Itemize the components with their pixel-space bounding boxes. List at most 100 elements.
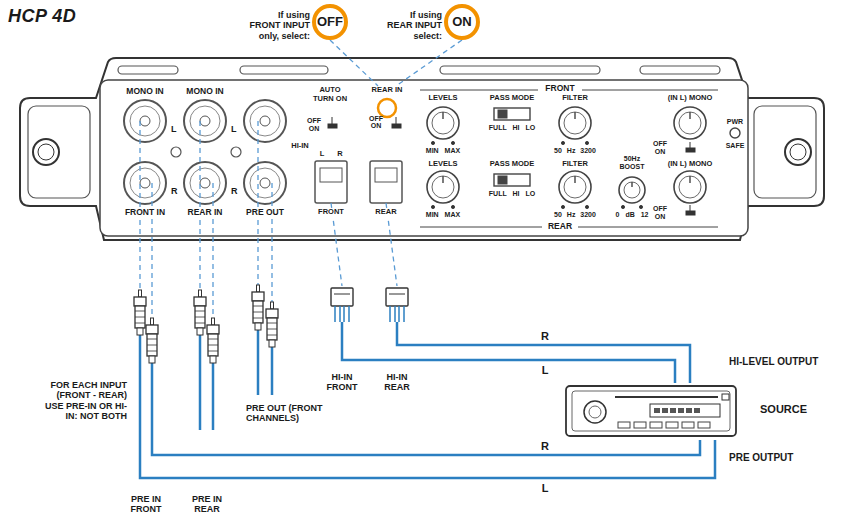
rca-plug [146, 325, 158, 334]
mounting-hole [785, 139, 811, 165]
rca-plug [195, 311, 205, 312]
hi-in-plug [343, 306, 345, 322]
selector-ring [378, 99, 396, 117]
control-label: FILTER [561, 160, 589, 169]
callout-circle: If using FRONT INPUT only, select:OFF [312, 4, 348, 40]
hi-in-plug [389, 306, 391, 322]
toggle-switch [690, 142, 691, 148]
rca-jack [184, 162, 226, 204]
rca-plug [253, 301, 263, 323]
channel-letter: L [319, 150, 326, 159]
signal-cable [397, 322, 690, 383]
channel-letter: R [230, 186, 239, 196]
channel-letter: L [170, 124, 178, 134]
node-heading: SOURCE [760, 403, 807, 416]
rca-plug [195, 323, 205, 324]
guide-dash [271, 183, 272, 302]
section-bracket [420, 90, 538, 91]
control-knob [427, 107, 459, 139]
control-knob [564, 176, 586, 198]
hi-in-plug [348, 306, 350, 322]
hi-in-plug [331, 288, 353, 306]
rca-jack [184, 100, 226, 142]
power-led [730, 128, 740, 138]
rca-plug [208, 339, 218, 340]
node-text: OFF ON [368, 115, 384, 129]
rca-jack [190, 168, 220, 198]
control-knob [624, 182, 640, 198]
head-unit [634, 422, 646, 428]
hi-in-socket [370, 161, 402, 203]
rca-plug [255, 323, 261, 330]
heatsink-slot [640, 66, 720, 74]
panel-hole [171, 147, 241, 157]
rca-jack [184, 162, 226, 204]
control-label: LEVELS [427, 94, 458, 103]
control-knob [442, 176, 443, 183]
control-knob [427, 107, 706, 209]
control-label: LEVELS [427, 160, 458, 169]
channel-letter: L [230, 124, 238, 134]
diagram-title: HCP 4D [8, 6, 76, 27]
rca-jack [250, 106, 280, 136]
head-unit [654, 408, 700, 413]
control-label: 50Hz BOOST [616, 155, 648, 171]
node-heading: If using FRONT INPUT only, select: [247, 10, 310, 41]
control-knob [679, 176, 701, 198]
control-knob [674, 171, 706, 203]
toggle-switch [690, 205, 691, 211]
node-heading: HI-IN REAR [377, 372, 417, 393]
hi-in-plug: HI-IN FRONT [330, 286, 354, 322]
rca-plug [147, 345, 157, 346]
control-knob [432, 176, 454, 198]
rca-jack [244, 162, 286, 204]
jack-label: REAR IN [187, 208, 224, 218]
hi-in-plug: HI-IN REAR [385, 286, 409, 322]
scale-label: 0 dB 12 [615, 211, 650, 219]
toggle-switch [332, 117, 333, 124]
control-knob [559, 107, 591, 145]
node-text: REAR IN [362, 86, 412, 95]
head-unit [662, 408, 668, 413]
rca-plug [151, 318, 154, 325]
rca-jack [130, 168, 160, 198]
hi-in-plug [389, 294, 405, 295]
panel-hole [231, 147, 241, 157]
mounting-hole [33, 139, 59, 165]
head-unit [670, 408, 676, 413]
hi-in-plug [331, 288, 408, 322]
toggle-switch [392, 124, 401, 128]
section-title: REAR [547, 222, 573, 232]
heatsink-slot [118, 66, 720, 74]
rca-jack [244, 100, 286, 142]
channel-letter: L [540, 482, 551, 495]
control-knob [564, 112, 586, 134]
rca-plug [199, 334, 202, 430]
node-text: OFF [317, 15, 343, 30]
head-unit [686, 408, 692, 413]
signal-cable [152, 366, 700, 455]
toggle-switch [328, 117, 695, 215]
wiring-note: FOR EACH INPUT (FRONT - REAR) USE PRE-IN… [42, 380, 128, 421]
rca-plug [137, 328, 143, 335]
socket-label: HI-IN [290, 142, 310, 151]
rca-jack [250, 168, 280, 198]
rca-plug [194, 297, 206, 306]
heatsink-slot [440, 66, 600, 74]
node-text: ON [452, 15, 472, 30]
control-knob [559, 171, 591, 209]
rca-jack [184, 100, 226, 142]
rca-plug [208, 345, 218, 346]
control-knob [639, 205, 642, 208]
rca-plug [212, 362, 215, 430]
rca-plug [195, 317, 205, 318]
panel-hole [171, 147, 181, 157]
rca-plug [207, 325, 219, 334]
head-unit-source: SOURCE [560, 383, 740, 440]
control-knob [674, 107, 706, 139]
pass-mode-switch [498, 110, 507, 118]
control-knob [619, 177, 645, 209]
head-unit [698, 422, 710, 428]
guide-dash [151, 183, 152, 318]
rca-jack [124, 162, 166, 204]
